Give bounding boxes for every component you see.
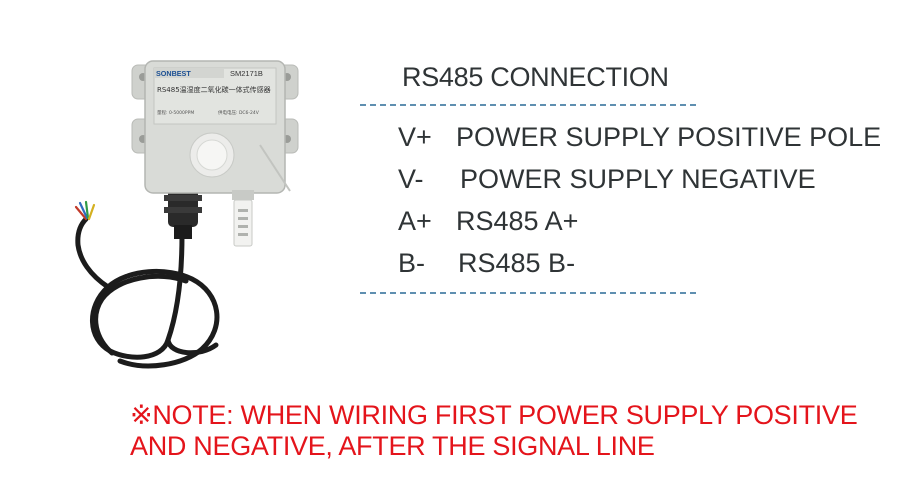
note-line-2: AND NEGATIVE, AFTER THE SIGNAL LINE (130, 431, 655, 461)
divider-top (360, 104, 696, 106)
humidity-probe (232, 190, 254, 247)
wiring-note: ※NOTE: WHEN WIRING FIRST POWER SUPPLY PO… (130, 400, 858, 462)
pin-code: A+ (398, 206, 432, 236)
sensor-housing (131, 60, 299, 194)
pin-code: B- (398, 248, 425, 278)
connection-title: RS485 CONNECTION (402, 62, 669, 92)
divider-bottom (360, 292, 696, 294)
supply-label: 供电电压: DC6-24V (218, 109, 260, 116)
sensor-product-image: SONBEST SM2171B RS485温湿度二氧化碳一体式传感器 量程: 0… (74, 60, 299, 369)
pin-description: RS485 B- (458, 248, 576, 278)
brand-logo: SONBEST (156, 69, 191, 78)
pin-description: POWER SUPPLY NEGATIVE (460, 164, 816, 194)
pin-description: RS485 A+ (456, 206, 579, 236)
range-label: 量程: 0-5000PPM (157, 109, 194, 116)
wire-ends (74, 200, 96, 221)
device-name-label: RS485温湿度二氧化碳一体式传感器 (157, 85, 271, 94)
cable-coil (75, 216, 220, 369)
note-line-1: ※NOTE: WHEN WIRING FIRST POWER SUPPLY PO… (130, 400, 858, 430)
cable-gland (164, 187, 202, 239)
pin-code: V- (398, 164, 424, 194)
pin-description: POWER SUPPLY POSITIVE POLE (456, 122, 882, 152)
pin-code: V+ (398, 122, 432, 152)
model-label: SM2171B (230, 69, 263, 78)
